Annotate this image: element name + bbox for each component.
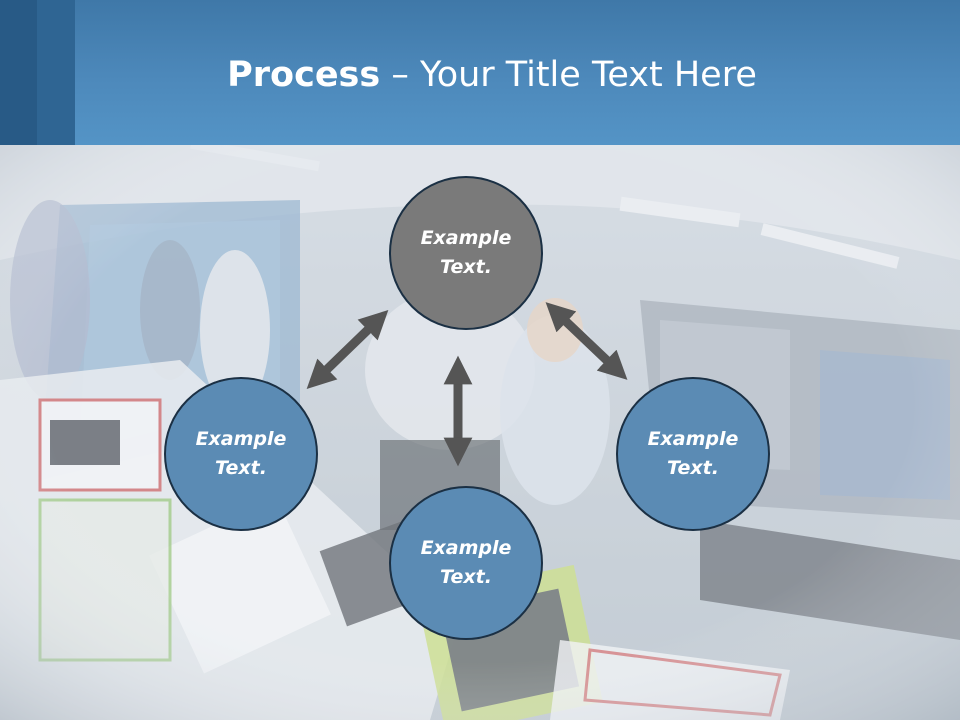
node-label: Example Text.	[195, 428, 287, 479]
process-node-right[interactable]: Example Text.	[616, 377, 770, 531]
title-banner: Process – Your Title Text Here	[0, 0, 960, 145]
process-node-left[interactable]: Example Text.	[164, 377, 318, 531]
node-label: Example Text.	[420, 227, 512, 278]
process-node-top[interactable]: Example Text.	[389, 176, 543, 330]
title-rest-part: – Your Title Text Here	[380, 55, 757, 95]
node-label: Example Text.	[647, 428, 739, 479]
title-bold-part: Process	[227, 55, 381, 95]
banner-accent-strip	[0, 0, 37, 145]
slide-title: Process – Your Title Text Here	[0, 52, 960, 98]
banner-accent-strip	[37, 0, 75, 145]
node-label: Example Text.	[420, 537, 512, 588]
process-node-bottom[interactable]: Example Text.	[389, 486, 543, 640]
